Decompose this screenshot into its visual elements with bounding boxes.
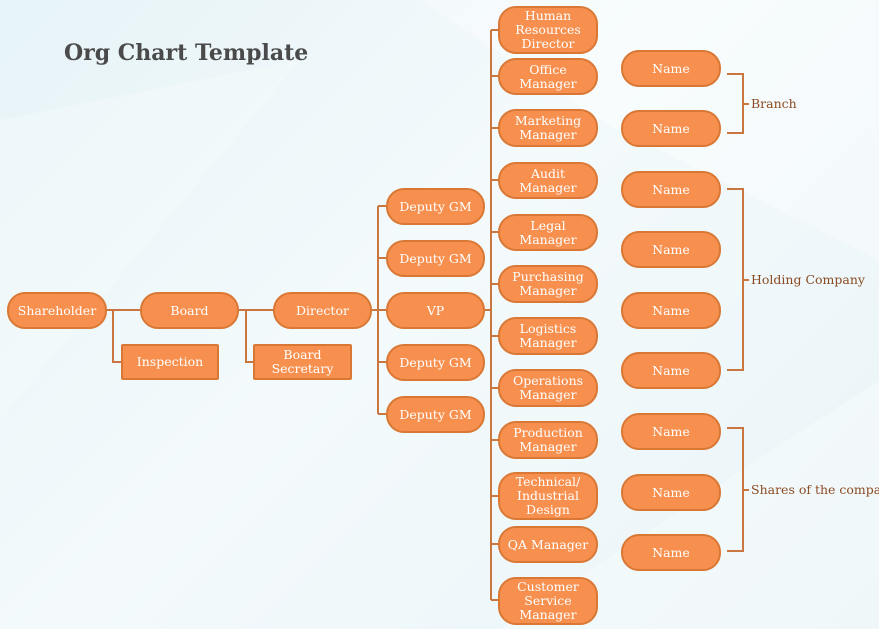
node-name-4[interactable]: Name (621, 231, 721, 268)
group-label-shares: Shares of the company (751, 482, 879, 497)
node-deputy-gm-2[interactable]: Deputy GM (386, 240, 485, 277)
node-deputy-gm-4[interactable]: Deputy GM (386, 396, 485, 433)
node-manager-customer-service[interactable]: Customer Service Manager (498, 577, 598, 625)
bracket-holding (727, 188, 744, 371)
node-name-9[interactable]: Name (621, 534, 721, 571)
node-name-2[interactable]: Name (621, 110, 721, 147)
node-manager-operations[interactable]: Operations Manager (498, 369, 598, 407)
node-manager-technical-design[interactable]: Technical/ Industrial Design (498, 472, 598, 520)
node-deputy-gm-3[interactable]: Deputy GM (386, 344, 485, 381)
node-name-1[interactable]: Name (621, 50, 721, 87)
group-label-holding-company: Holding Company (751, 272, 865, 287)
node-board-secretary[interactable]: Board Secretary (253, 344, 352, 380)
node-manager-office[interactable]: Office Manager (498, 58, 598, 95)
connector-inspection (112, 310, 121, 363)
node-inspection[interactable]: Inspection (121, 344, 219, 380)
node-director[interactable]: Director (273, 292, 372, 329)
node-manager-hr-director[interactable]: Human Resources Director (498, 6, 598, 54)
node-manager-production[interactable]: Production Manager (498, 421, 598, 459)
node-name-3[interactable]: Name (621, 171, 721, 208)
connector-board-secretary (245, 310, 253, 363)
node-name-8[interactable]: Name (621, 474, 721, 511)
bracket-shares (727, 427, 744, 552)
node-manager-logistics[interactable]: Logistics Manager (498, 317, 598, 355)
page-title: Org Chart Template (64, 40, 309, 66)
node-manager-legal[interactable]: Legal Manager (498, 214, 598, 251)
node-board[interactable]: Board (140, 292, 239, 329)
node-manager-purchasing[interactable]: Purchasing Manager (498, 265, 598, 303)
node-manager-marketing[interactable]: Marketing Manager (498, 109, 598, 147)
node-deputy-gm-1[interactable]: Deputy GM (386, 188, 485, 225)
node-shareholder[interactable]: Shareholder (7, 292, 107, 329)
group-label-branch: Branch (751, 96, 797, 111)
node-vp[interactable]: VP (386, 292, 485, 329)
bracket-branch (727, 73, 744, 134)
node-manager-audit[interactable]: Audit Manager (498, 162, 598, 199)
node-manager-qa[interactable]: QA Manager (498, 526, 598, 563)
node-name-5[interactable]: Name (621, 292, 721, 329)
node-name-7[interactable]: Name (621, 413, 721, 450)
node-name-6[interactable]: Name (621, 352, 721, 389)
